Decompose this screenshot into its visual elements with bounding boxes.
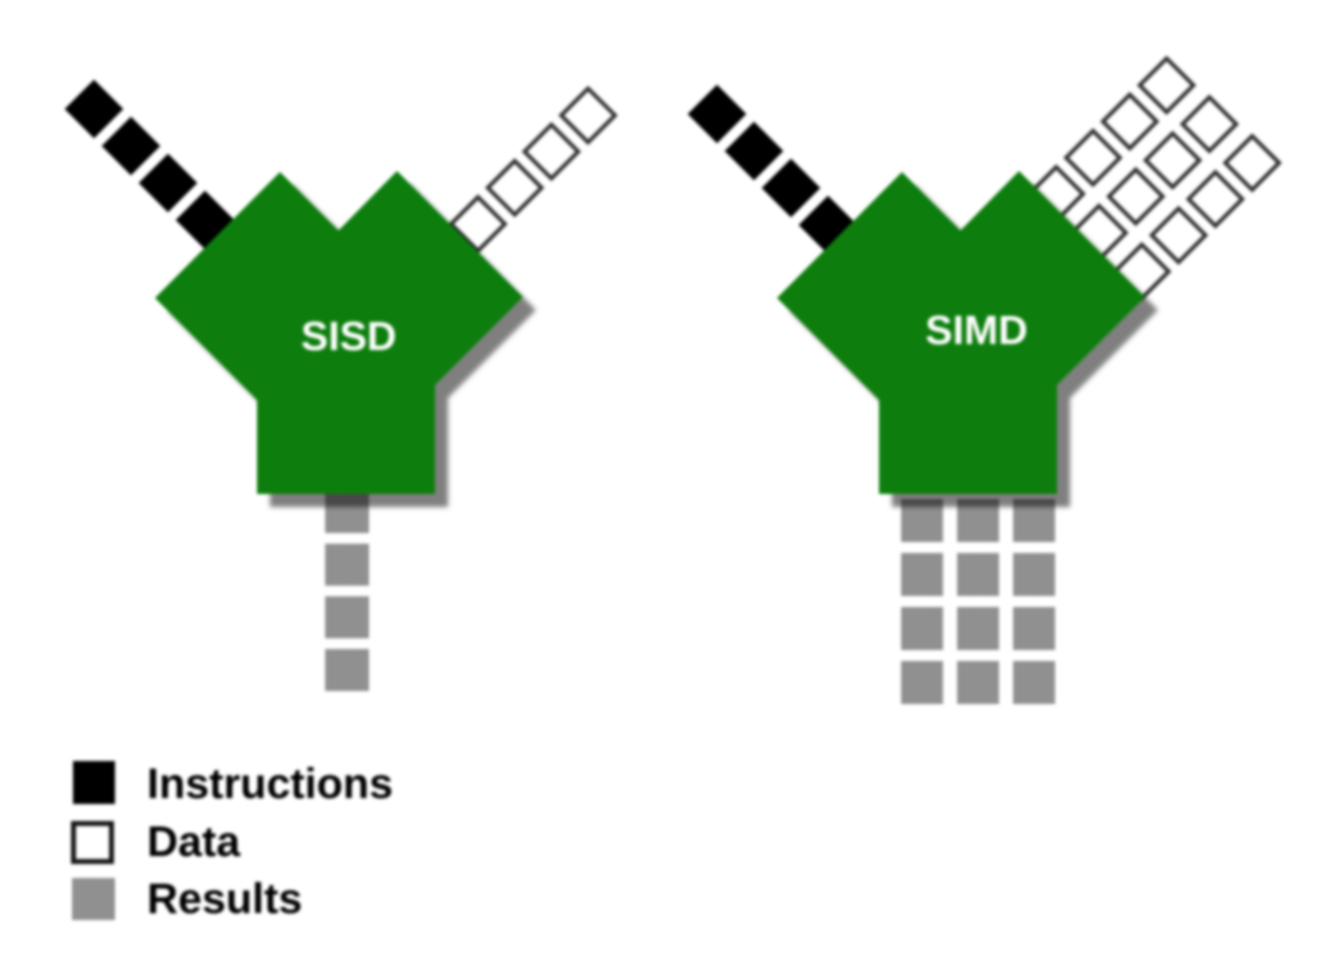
svg-text:Instructions: Instructions	[147, 760, 393, 808]
svg-text:SIMD: SIMD	[925, 307, 1028, 353]
svg-text:Results: Results	[147, 875, 302, 923]
svg-text:Data: Data	[147, 818, 241, 866]
svg-text:SISD: SISD	[301, 313, 397, 359]
